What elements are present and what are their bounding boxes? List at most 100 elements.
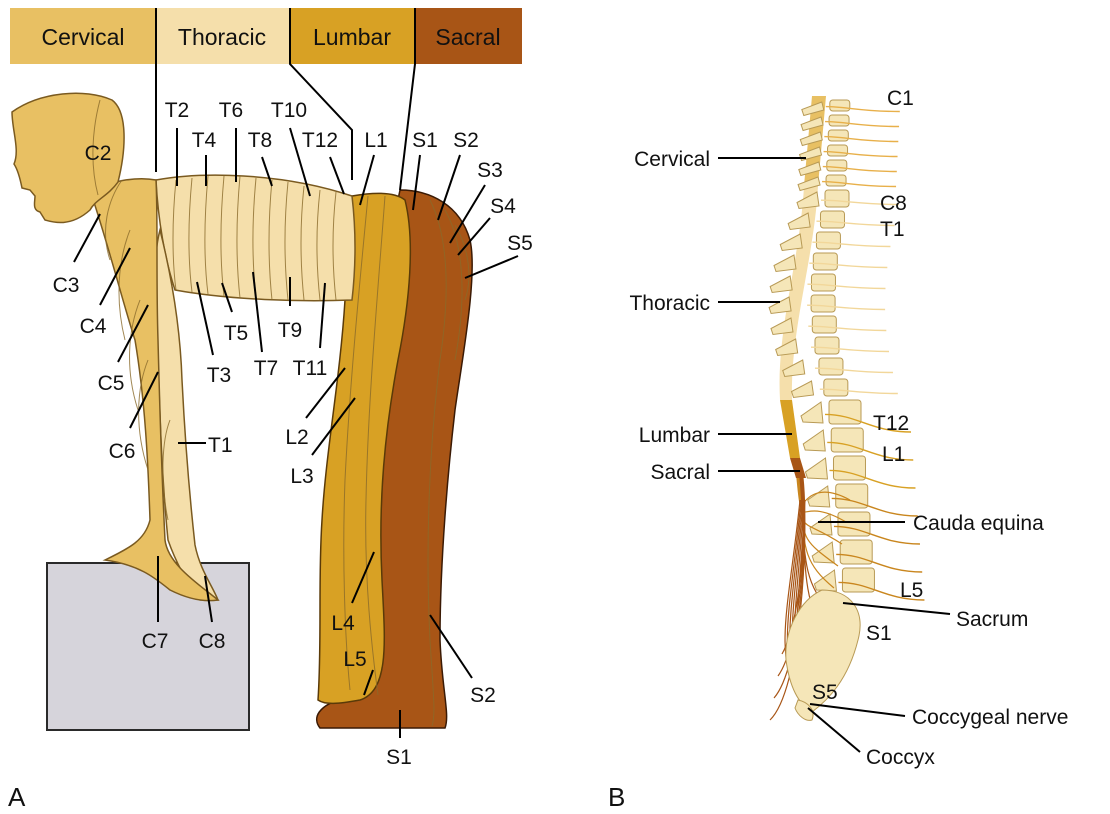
label-b-sacral: Sacral: [650, 461, 710, 484]
vertebral-body: [811, 315, 837, 334]
vertebral-body: [827, 144, 849, 157]
nerve-root: [809, 262, 888, 269]
vertebral-body: [835, 483, 869, 509]
vertebral-body: [829, 99, 851, 112]
label-b-coccygeal-nerve: Coccygeal nerve: [912, 706, 1068, 729]
label-b-cauda-equina: Cauda equina: [913, 512, 1044, 535]
nerve-root: [827, 441, 914, 461]
label-t5: T5: [224, 322, 249, 345]
panel-b-labels: C1 Cervical C8 T1 Thoracic T12 Lumbar L1…: [629, 87, 1068, 769]
header-sacral-box: [415, 8, 522, 64]
spinous-processes: [768, 101, 837, 592]
spinous-process: [787, 212, 811, 231]
vertebral-body: [837, 511, 871, 537]
header-sacral: Sacral: [435, 24, 500, 50]
spinous-process: [800, 116, 824, 132]
label-b-l1: L1: [882, 443, 905, 466]
nerve-root: [807, 304, 886, 311]
label-t11: T11: [293, 357, 328, 380]
nerve-root: [816, 220, 895, 227]
spinous-process: [797, 176, 821, 192]
label-t6: T6: [219, 99, 244, 122]
nerve-root: [831, 497, 918, 517]
vertebral-body: [828, 399, 862, 425]
nerve-root: [814, 367, 893, 374]
nerve-root: [824, 135, 899, 143]
label-t12: T12: [302, 129, 338, 152]
label-s4: S4: [490, 195, 516, 218]
vertebral-body: [818, 357, 844, 376]
header-lumbar: Lumbar: [313, 24, 391, 50]
nerve-roots: [807, 105, 925, 601]
spinous-process: [801, 101, 825, 117]
label-l4: L4: [331, 612, 355, 635]
label-b-t12: T12: [873, 412, 909, 435]
thoracic-trunk-region: [155, 174, 356, 302]
label-t9: T9: [278, 319, 303, 342]
label-l3: L3: [290, 465, 313, 488]
spinous-process: [800, 401, 824, 424]
coccyx-shape: [794, 699, 814, 721]
support-box: [46, 562, 250, 731]
label-t4: T4: [192, 129, 217, 152]
label-l2: L2: [285, 426, 308, 449]
label-b-c1: C1: [887, 87, 914, 110]
nerve-root: [807, 283, 886, 290]
panel-a-leaders: [73, 8, 519, 738]
label-t2: T2: [165, 99, 190, 122]
header-thoracic-box: [156, 8, 290, 64]
spinous-process: [799, 131, 823, 147]
panel-a-label: A: [8, 782, 26, 812]
header-cervical: Cervical: [41, 24, 124, 50]
nerve-root: [838, 581, 925, 601]
label-t10: T10: [271, 99, 307, 122]
spinous-process: [811, 541, 835, 564]
nerve-root: [825, 105, 900, 113]
vertebral-body: [841, 567, 875, 593]
panel-b-label: B: [608, 782, 625, 812]
nerve-root: [819, 388, 898, 395]
label-b-lumbar: Lumbar: [639, 424, 710, 447]
vertebral-body: [825, 174, 847, 187]
vertebral-body: [819, 210, 845, 229]
label-t1: T1: [208, 434, 233, 457]
spinous-process: [796, 191, 820, 210]
nerve-root: [822, 165, 897, 173]
label-s2-upper: S2: [453, 129, 479, 152]
nerve-root: [810, 346, 889, 353]
nerve-root: [808, 325, 887, 332]
label-b-sacrum: Sacrum: [956, 608, 1028, 631]
nerve-root: [822, 180, 897, 188]
head-region: [11, 92, 125, 224]
vertebral-body: [815, 231, 841, 250]
nerve-root: [825, 120, 900, 128]
label-s2-lower: S2: [470, 684, 496, 707]
nerve-root: [836, 553, 923, 573]
spinous-process: [779, 233, 803, 252]
spinous-process: [769, 275, 793, 294]
label-t8: T8: [248, 129, 273, 152]
vertebral-body: [830, 427, 864, 453]
label-b-c8: C8: [880, 192, 907, 215]
vertebral-body: [812, 252, 838, 271]
vertebral-body: [839, 539, 873, 565]
panel-b-leaders: [718, 157, 951, 753]
label-b-s1: S1: [866, 622, 892, 645]
label-c2: C2: [85, 142, 112, 165]
panel-b-spine: [768, 96, 925, 721]
spinal-cord-lumbar: [780, 400, 800, 458]
spinous-process: [775, 338, 799, 357]
nerve-root: [829, 469, 916, 489]
region-header: Cervical Thoracic Lumbar Sacral: [10, 8, 522, 64]
spinous-process: [790, 380, 815, 399]
label-b-cervical: Cervical: [634, 148, 710, 171]
spinous-process: [807, 485, 831, 508]
label-c5: C5: [98, 372, 125, 395]
label-c6: C6: [109, 440, 136, 463]
label-c8: C8: [199, 630, 226, 653]
vertebral-body: [824, 189, 850, 208]
label-b-thoracic: Thoracic: [629, 292, 710, 315]
label-l1: L1: [364, 129, 387, 152]
vertebral-bodies: [810, 99, 875, 593]
vertebral-body: [827, 129, 849, 142]
